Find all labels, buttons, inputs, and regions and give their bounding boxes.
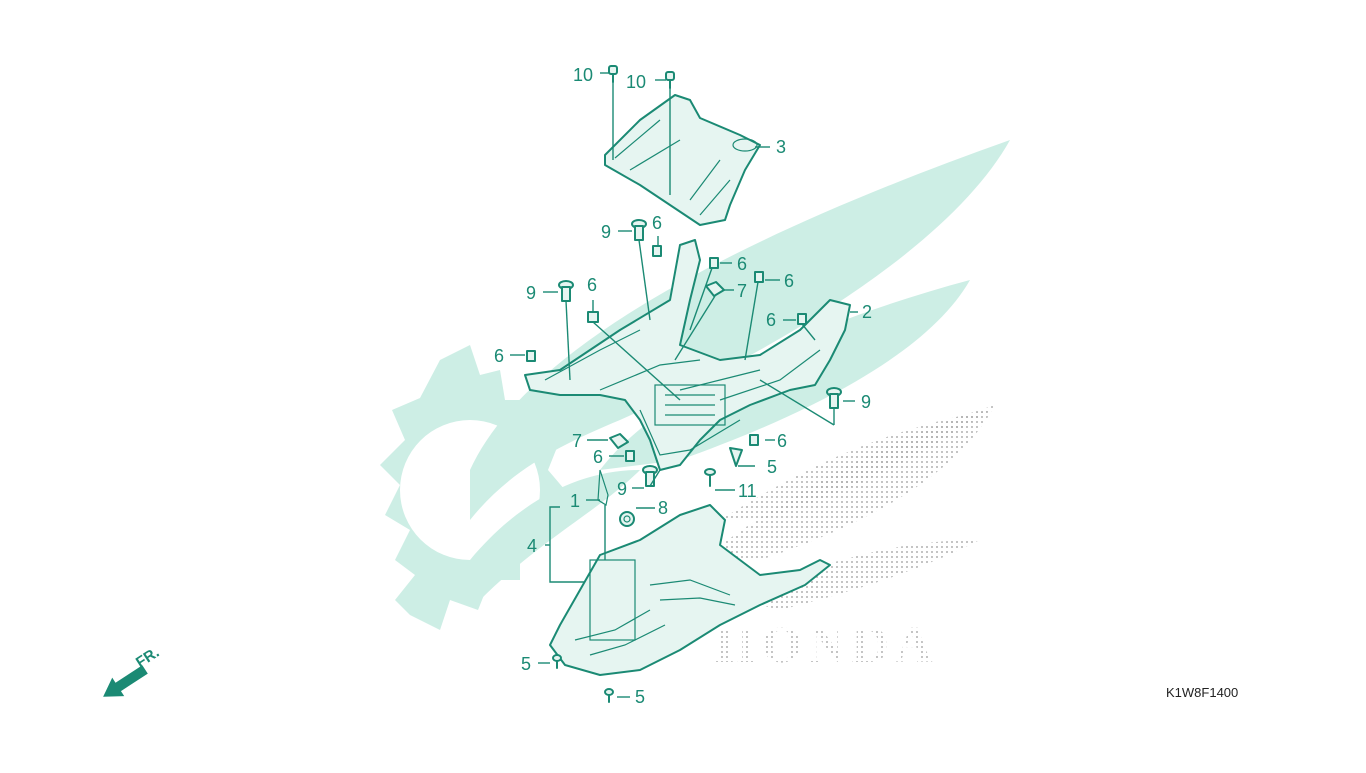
callout-6g: 6: [777, 431, 787, 451]
callout-5b: 5: [521, 654, 531, 674]
callout-7b: 7: [572, 431, 582, 451]
nut-7b-icon: [609, 433, 629, 449]
screw-5a-icon: [729, 447, 743, 467]
part-2-floor-frame: [524, 239, 851, 471]
callout-9b: 9: [526, 283, 536, 303]
callout-6e: 6: [766, 310, 776, 330]
callout-11: 11: [738, 481, 757, 501]
callout-6f: 6: [494, 346, 504, 366]
clip-6c-icon: [526, 350, 536, 362]
small-fasteners: [552, 447, 743, 703]
callout-2: 2: [862, 302, 872, 322]
screw-5c-icon: [604, 688, 614, 703]
bolt-9a-icon: [631, 219, 647, 241]
callout-7a: 7: [737, 281, 747, 301]
bolt-9d-icon: [642, 465, 658, 487]
callout-4: 4: [527, 536, 537, 556]
clip-6b-icon: [587, 311, 599, 323]
diagram-part-code: K1W8F1400: [1166, 685, 1239, 700]
callout-6b: 6: [737, 254, 747, 274]
dotted-wing-watermark: [700, 405, 995, 610]
part-4-under-cover: [549, 469, 831, 676]
clip-6d-icon: [709, 257, 719, 269]
callout-9a: 9: [601, 222, 611, 242]
nut-7-icons: [609, 281, 725, 449]
callout-5c: 5: [635, 687, 645, 707]
callout-9d: 9: [617, 479, 627, 499]
screw-5b-icon: [552, 654, 562, 669]
bolt-9c-icon: [826, 387, 842, 409]
leader-lines: [510, 72, 858, 698]
callout-1: 1: [570, 491, 580, 511]
clip-6a-icon: [652, 245, 662, 257]
washer-8-icon: [619, 511, 635, 527]
clip-6h-icon: [625, 450, 635, 462]
clip-6f-icon: [797, 313, 807, 325]
callout-10b: 10: [626, 72, 646, 92]
callout-10a: 10: [573, 65, 593, 85]
front-arrow-icon: [103, 665, 148, 697]
callout-labels: 10 10 3 9 6 6 6 7 9 6 2 6 6 9 7 6 6 5 9 …: [494, 65, 872, 707]
callout-6a: 6: [652, 213, 662, 233]
honda-watermark-text: HONDA: [715, 617, 939, 674]
callout-6d: 6: [587, 275, 597, 295]
screw-10a-icon: [608, 65, 618, 83]
bolt-9b-icon: [558, 280, 574, 302]
front-arrow-label: FR.: [133, 644, 163, 671]
clip-6e-icon: [754, 271, 764, 283]
bolt-9-icons: [558, 219, 842, 487]
callout-6h: 6: [593, 447, 603, 467]
screw-10b-icon: [665, 71, 675, 89]
callout-8: 8: [658, 498, 668, 518]
clip-6g-icon: [749, 434, 759, 446]
callout-3: 3: [776, 137, 786, 157]
part-3-cover: [604, 94, 761, 226]
callout-6c: 6: [784, 271, 794, 291]
callout-9c: 9: [861, 392, 871, 412]
screw-11-icon: [704, 468, 716, 487]
callout-5a: 5: [767, 457, 777, 477]
clip-6-icons: [526, 245, 807, 462]
